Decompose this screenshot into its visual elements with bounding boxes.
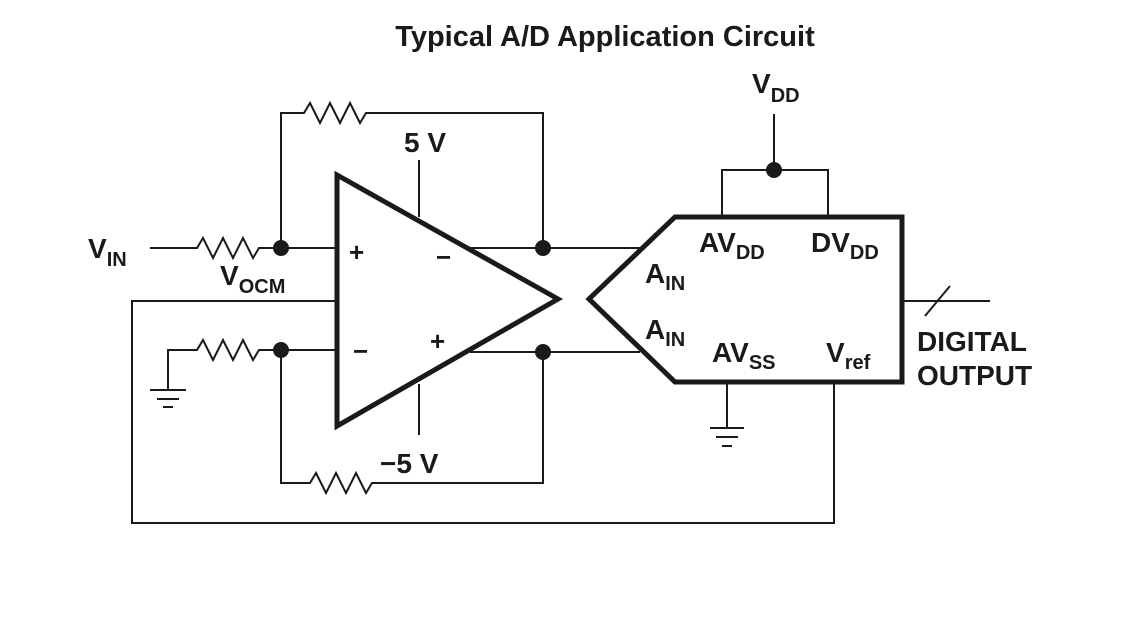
label-vdd: VDD bbox=[752, 68, 800, 107]
label-digital-output-line2: OUTPUT bbox=[917, 360, 1032, 391]
junction-vdd bbox=[766, 162, 782, 178]
vocm-vref-loop bbox=[131, 300, 835, 524]
amp-sign-in-minus: − bbox=[353, 336, 368, 366]
amp-sign-out-plus: + bbox=[430, 326, 445, 356]
label-ain-top: AIN bbox=[645, 258, 685, 295]
label-supply-neg: −5 V bbox=[380, 448, 439, 479]
label-avdd: AVDD bbox=[699, 227, 765, 264]
label-avss: AVSS bbox=[712, 337, 776, 374]
digital-output-bus bbox=[902, 285, 990, 317]
adc-body bbox=[585, 214, 905, 385]
junction-input bbox=[273, 240, 289, 256]
label-vin: VIN bbox=[88, 233, 127, 271]
junction-output-top bbox=[535, 240, 551, 256]
amp-sign-in-plus: + bbox=[349, 237, 364, 267]
input-resistor bbox=[150, 235, 281, 261]
label-vocm: VOCM bbox=[220, 260, 285, 298]
label-dvdd: DVDD bbox=[811, 227, 879, 264]
feedback-resistor-top bbox=[280, 100, 544, 248]
avss-ground-symbol bbox=[710, 382, 744, 447]
op-amp-body bbox=[334, 170, 564, 431]
ground-symbol-left bbox=[150, 389, 186, 408]
label-ain-bottom: AIN bbox=[645, 314, 685, 351]
junction-output-bottom bbox=[535, 344, 551, 360]
junction-ground bbox=[273, 342, 289, 358]
label-supply-pos: 5 V bbox=[404, 127, 446, 158]
diagram-title: Typical A/D Application Circuit bbox=[395, 21, 815, 53]
ground-resistor bbox=[167, 337, 281, 390]
feedback-resistor-bottom bbox=[280, 350, 544, 496]
label-vref: Vref bbox=[826, 337, 871, 374]
amp-sign-out-minus: − bbox=[436, 242, 451, 272]
label-digital-output-line1: DIGITAL bbox=[917, 326, 1027, 357]
